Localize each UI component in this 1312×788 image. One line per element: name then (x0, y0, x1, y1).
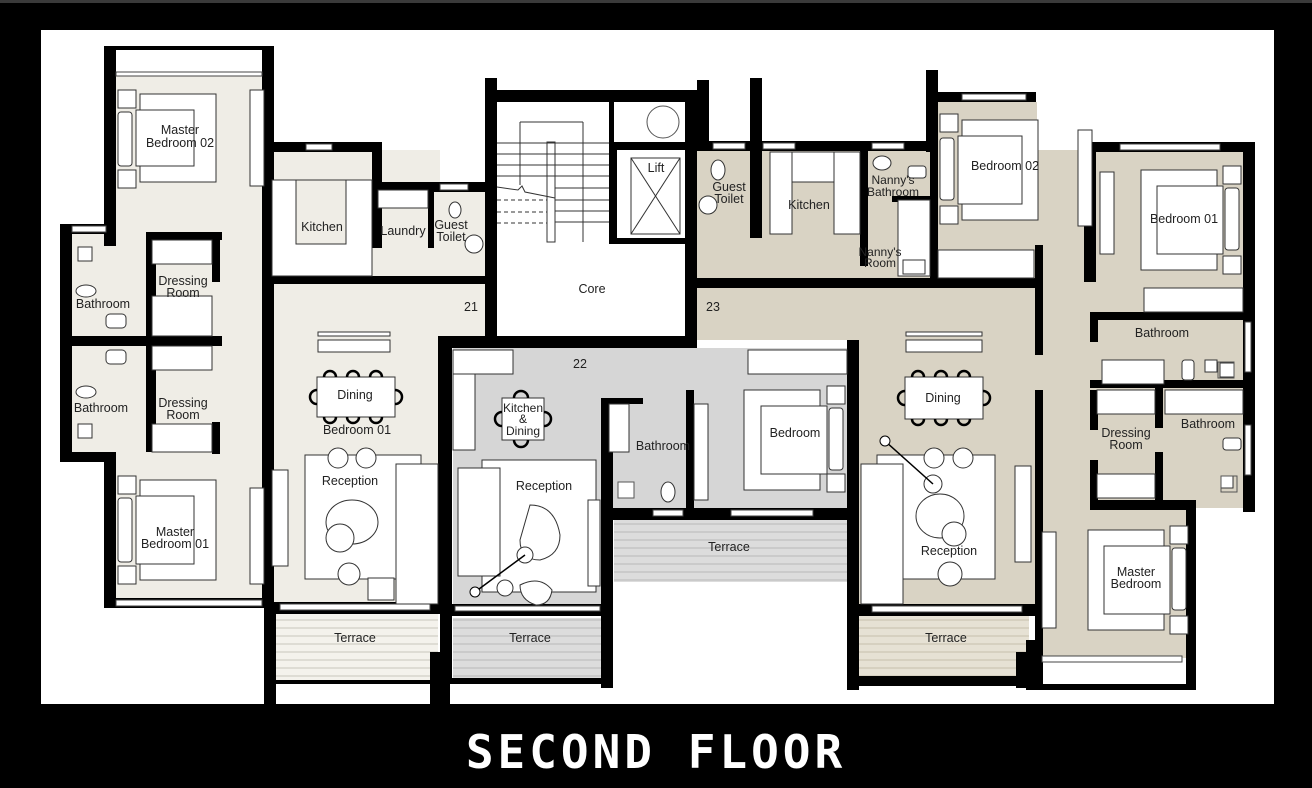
wardrobe (249, 89, 265, 187)
dressing-room-23-label: Dressing (1101, 426, 1150, 440)
terrace-22-right-label: Terrace (708, 540, 750, 554)
svg-text:Room: Room (864, 256, 896, 270)
terrace-22-right (614, 520, 847, 582)
bathroom-22-label: Bathroom (636, 439, 690, 453)
dining-table-23 (904, 376, 984, 420)
unit-22-number: 22 (573, 357, 587, 371)
dining-table (316, 376, 396, 418)
dressing-room-b-label: Dressing (158, 396, 207, 410)
svg-text:Room: Room (166, 408, 199, 422)
master-bedroom-01-label: Master (156, 525, 194, 539)
svg-text:Toilet: Toilet (436, 230, 466, 244)
nannys-bathroom-label: Nanny's (872, 173, 915, 187)
svg-text:Toilet: Toilet (714, 192, 744, 206)
terrace-23 (859, 616, 1029, 678)
reception-23-label: Reception (921, 544, 977, 558)
unit-23: 23 Guest Toilet Kitchen Nanny's Bathroom… (692, 70, 1255, 690)
bathroom-a-label: Bathroom (76, 297, 130, 311)
terrace-22-left (453, 618, 601, 680)
nannys-room-label: Nanny's (859, 245, 902, 259)
lift-icon (630, 157, 681, 235)
svg-text:Bedroom: Bedroom (1111, 577, 1162, 591)
svg-text:Room: Room (1109, 438, 1142, 452)
guest-toilet-23-label: Guest (712, 180, 746, 194)
reception-label: Reception (322, 474, 378, 488)
bed-icon (135, 109, 195, 167)
bathroom-23a-label: Bathroom (1135, 326, 1189, 340)
guest-toilet-label: Guest (434, 218, 468, 232)
kitchen-table (501, 397, 545, 441)
svg-text:&: & (519, 412, 527, 426)
svg-text:Room: Room (166, 286, 199, 300)
dining-label: Dining (337, 388, 372, 402)
unit-21-number: 21 (464, 300, 478, 314)
kitchen-label: Kitchen (301, 220, 343, 234)
terrace-21 (270, 612, 438, 680)
bedroom-22-label: Bedroom (770, 426, 821, 440)
kitchen-dining-label: Kitchen (503, 401, 543, 415)
laundry-label: Laundry (380, 224, 426, 238)
bedroom-02-label: Bedroom 02 (971, 159, 1039, 173)
svg-text:Bedroom 01: Bedroom 01 (141, 537, 209, 551)
reception-22-label: Reception (516, 479, 572, 493)
shower-drain-icons (617, 361, 1238, 499)
bedroom-01-label: Bedroom 01 (1150, 212, 1218, 226)
stairs-icon (496, 121, 609, 243)
core: Lift Core (440, 90, 697, 348)
master-bedroom-23-label: Master (1117, 565, 1155, 579)
bedroom-01-overlap-label: Bedroom 01 (323, 423, 391, 437)
master-bedroom-02-label: Master (161, 123, 199, 137)
terrace-22-left-label: Terrace (509, 631, 551, 645)
lift-label: Lift (648, 161, 665, 175)
unit-22: 22 Kitchen & Dining Reception Bathroom B… (440, 340, 859, 690)
svg-text:Bedroom 02: Bedroom 02 (146, 136, 214, 150)
terrace-23-label: Terrace (925, 631, 967, 645)
bathroom-b-label: Bathroom (74, 401, 128, 415)
dining-23-label: Dining (925, 391, 960, 405)
kitchen-23-label: Kitchen (788, 198, 830, 212)
floor-title: SECOND FLOOR (465, 725, 847, 779)
bathroom-23b-label: Bathroom (1181, 417, 1235, 431)
terrace-21-label: Terrace (334, 631, 376, 645)
svg-text:Dining: Dining (506, 424, 540, 438)
top-bar (0, 0, 1312, 3)
unit-23-number: 23 (706, 300, 720, 314)
unit-21: Master Bedroom 02 Kitchen Laundry Guest … (60, 46, 497, 704)
svg-text:Bathroom: Bathroom (867, 185, 919, 199)
dressing-room-a-label: Dressing (158, 274, 207, 288)
core-label: Core (578, 282, 605, 296)
